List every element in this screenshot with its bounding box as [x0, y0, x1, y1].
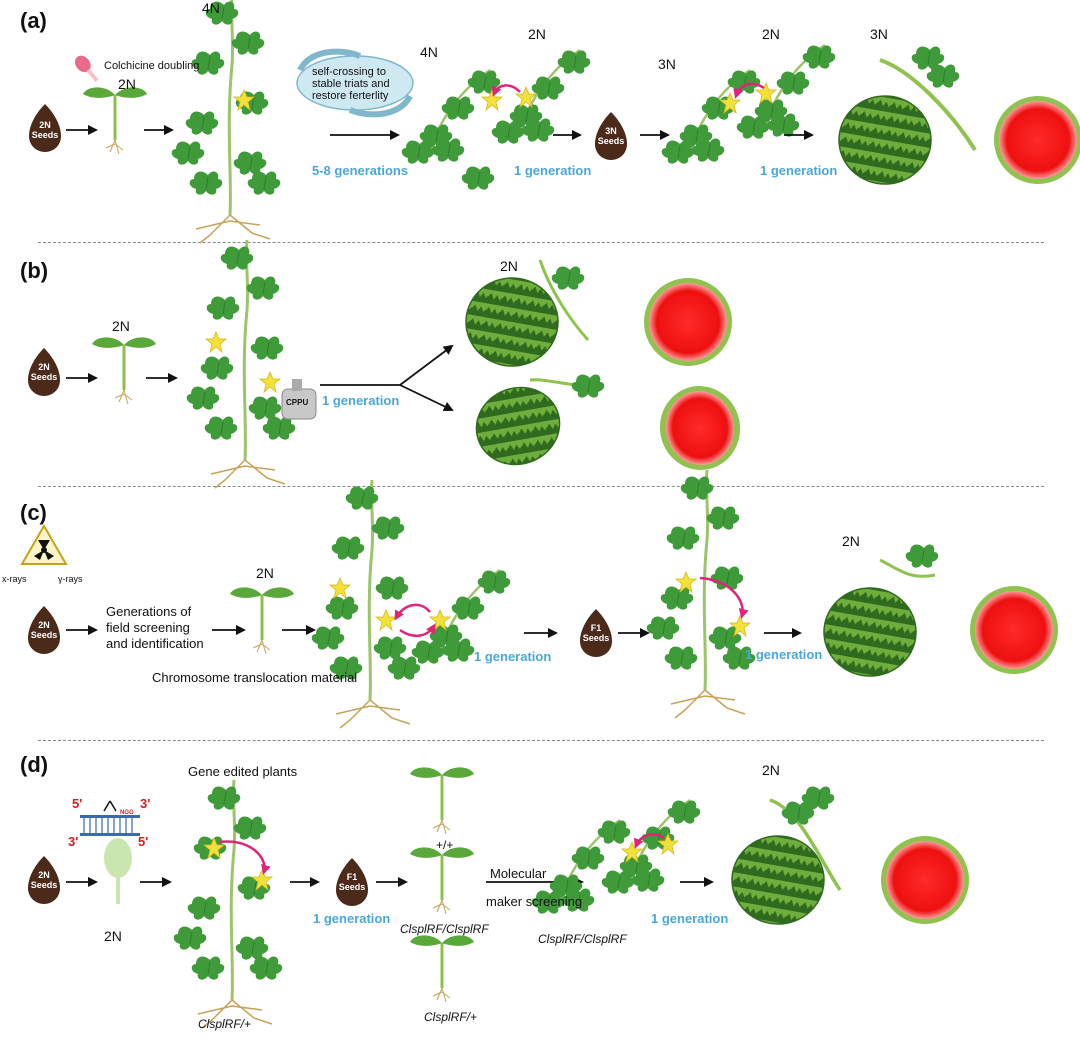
watermelon-d [731, 835, 825, 925]
gene-edited-label: Gene edited plants [188, 764, 298, 779]
ploidy-fruit-a: 3N [870, 26, 888, 42]
gen-label-a3: 1 generation [760, 163, 838, 178]
dna-5prime-bottom: 5' [138, 834, 149, 849]
cycle-text-a: self-crossing to stable triats and resto… [312, 66, 390, 102]
vine-d-2 [602, 800, 701, 894]
watermelon-misshapen-b [475, 386, 561, 466]
watermelon-slice-a [994, 96, 1080, 184]
plant-c-2 [647, 470, 756, 718]
cppu-label: CPPU [286, 398, 309, 407]
seed-label-b: 2N Seeds [30, 362, 58, 382]
genotype-plant-d: ClsplRF/+ [198, 1017, 252, 1031]
seed-label-d: 2N Seeds [30, 870, 58, 890]
seedling-b [90, 335, 158, 406]
panel-d-label: (d) [20, 752, 49, 777]
panel-a-graphics [29, 0, 1080, 243]
gen-label-a1: 5-8 generations [312, 163, 409, 178]
vine-2n-a [492, 50, 591, 144]
translocation-label: Chromosome translocation material [152, 670, 358, 685]
molecular-screening-text: Molecular maker screening [486, 866, 583, 909]
slice-c [970, 586, 1058, 674]
dna-5prime-top: 5' [72, 796, 83, 811]
genotype-cross-d: ClsplRF/ClsplRF [538, 932, 627, 946]
grays-label: γ-rays [58, 574, 83, 584]
plant-b [187, 240, 296, 488]
seed-label-a: 2N Seeds [31, 120, 59, 140]
radiation-icon [20, 524, 68, 565]
self-cross-cycle-icon [296, 48, 414, 118]
gen-label-d2: 1 generation [651, 911, 729, 926]
ploidy-cross-right-a: 2N [528, 26, 546, 42]
ploidy-seedling-a: 2N [118, 76, 136, 92]
panel-d-graphics [28, 765, 969, 1028]
screening-text-c: Generations of field screening and ident… [106, 604, 204, 651]
tetraploid-plant-a [172, 0, 281, 243]
panel-b-label: (b) [20, 258, 49, 283]
translocation-plant-c [312, 480, 421, 728]
genotype-wt-d: +/+ [436, 838, 454, 852]
ploidy-fruit-b: 2N [500, 258, 518, 274]
seed3n-label-a: 3N Seeds [597, 126, 625, 146]
slice-round-b [644, 278, 732, 366]
colchicine-label: Colchicine doubling [104, 60, 200, 72]
watermelon-round-b [465, 277, 559, 367]
panel-b-graphics [28, 240, 741, 488]
ngg-label: NGG [120, 810, 134, 816]
xrays-label: x-rays [2, 574, 27, 584]
ploidy-tetraploid-a: 4N [202, 0, 220, 16]
seedling-homo-d [408, 845, 476, 916]
gene-edited-plant-d [174, 780, 283, 1028]
dna-crispr-icon [80, 800, 140, 836]
seedling-wt-d [408, 765, 476, 836]
callus-icon [104, 838, 132, 904]
dna-3prime-bottom: 3' [68, 834, 79, 849]
gen-label-b: 1 generation [322, 393, 400, 408]
panel-c-label: (c) [20, 500, 47, 525]
seed-label-c: 2N Seeds [30, 620, 58, 640]
ploidy-cross2-right-a: 2N [762, 26, 780, 42]
ploidy-cross-left-a: 4N [420, 44, 438, 60]
panel-a-label: (a) [20, 8, 47, 33]
gen-label-a2: 1 generation [514, 163, 592, 178]
vine-4n-a [402, 70, 501, 164]
divider-cd [38, 740, 1044, 741]
dropper-icon [74, 55, 99, 83]
ploidy-callus-d: 2N [104, 928, 122, 944]
gen-label-c2: 1 generation [745, 647, 823, 662]
seedling-a [81, 85, 149, 156]
genotype-het-d: ClsplRF/+ [424, 1010, 478, 1024]
seedling-het-d [408, 933, 476, 1004]
seedling-c [228, 585, 296, 656]
ploidy-seedling-b: 2N [112, 318, 130, 334]
ploidy-seedling-c: 2N [256, 565, 274, 581]
ploidy-cross2-left-a: 3N [658, 56, 676, 72]
panel-c-graphics [20, 470, 1058, 728]
seedf1-label-c: F1 Seeds [582, 623, 610, 643]
slice-d [881, 836, 969, 924]
gen-label-d1: 1 generation [313, 911, 391, 926]
watermelon-3n-a [838, 95, 932, 185]
gen-label-c1: 1 generation [474, 649, 552, 664]
dna-3prime-top: 3' [140, 796, 151, 811]
divider-bc [38, 486, 1044, 487]
ploidy-fruit-c: 2N [842, 533, 860, 549]
slice-misshapen-b [659, 386, 741, 470]
genotype-homo-d: ClsplRF/ClsplRF [400, 922, 489, 936]
ploidy-fruit-d: 2N [762, 762, 780, 778]
seedf1-label-d: F1 Seeds [338, 872, 366, 892]
cppu-sprayer-icon [281, 379, 317, 420]
watermelon-c [823, 587, 917, 677]
divider-ab [38, 242, 1044, 243]
